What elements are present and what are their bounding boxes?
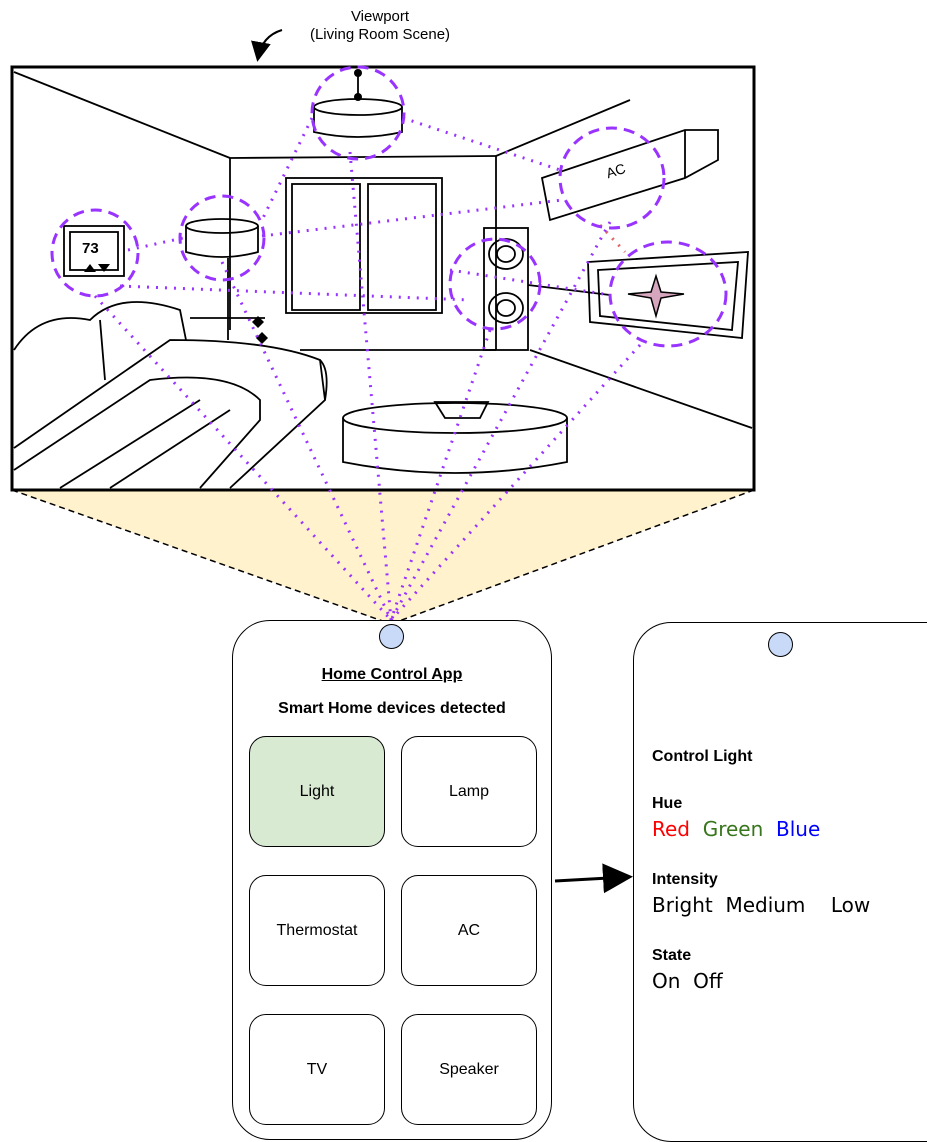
front-camera-icon <box>379 624 404 649</box>
intensity-option-medium[interactable]: Medium <box>725 893 805 917</box>
device-button-light[interactable]: Light <box>249 736 385 847</box>
device-label: Light <box>300 783 335 801</box>
device-label: Thermostat <box>277 922 358 940</box>
device-label: Lamp <box>449 783 489 801</box>
device-label: Speaker <box>439 1061 499 1079</box>
phone-control-screen: Control Light Hue Red Green Blue Intensi… <box>633 622 927 1142</box>
hue-option-red[interactable]: Red <box>652 817 690 841</box>
intensity-label: Intensity <box>652 871 718 889</box>
device-button-speaker[interactable]: Speaker <box>401 1014 537 1125</box>
ceiling-lamp-top-node <box>354 69 362 77</box>
device-button-tv[interactable]: TV <box>249 1014 385 1125</box>
viewport-title: Viewport (Living Room Scene) <box>270 8 490 44</box>
device-button-ac[interactable]: AC <box>401 875 537 986</box>
control-title: Control Light <box>652 748 752 766</box>
device-label: TV <box>307 1061 327 1079</box>
front-camera-icon <box>768 632 793 657</box>
intensity-option-bright[interactable]: Bright <box>652 893 713 917</box>
state-options: On Off <box>652 969 723 993</box>
hue-option-blue[interactable]: Blue <box>776 817 820 841</box>
viewport-title-line1: Viewport <box>270 8 490 26</box>
projection-cone <box>12 490 754 624</box>
hue-option-green[interactable]: Green <box>703 817 764 841</box>
thermostat-reading: 73 <box>82 240 99 257</box>
app-subtitle: Smart Home devices detected <box>233 700 551 718</box>
ceiling-lamp-chain-node <box>354 93 362 101</box>
viewport-frame <box>12 67 754 490</box>
phone-device-list: Home Control App Smart Home devices dete… <box>232 620 552 1140</box>
state-label: State <box>652 947 691 965</box>
intensity-option-low[interactable]: Low <box>831 893 870 917</box>
device-button-lamp[interactable]: Lamp <box>401 736 537 847</box>
intensity-options: Bright Medium Low <box>652 893 870 917</box>
state-option-on[interactable]: On <box>652 969 680 993</box>
viewport-title-line2: (Living Room Scene) <box>270 26 490 44</box>
navigation-arrow <box>555 877 627 881</box>
device-button-thermostat[interactable]: Thermostat <box>249 875 385 986</box>
device-label: AC <box>458 922 480 940</box>
app-title: Home Control App <box>233 666 551 684</box>
hue-label: Hue <box>652 795 682 813</box>
hue-options: Red Green Blue <box>652 817 820 841</box>
state-option-off[interactable]: Off <box>693 969 723 993</box>
